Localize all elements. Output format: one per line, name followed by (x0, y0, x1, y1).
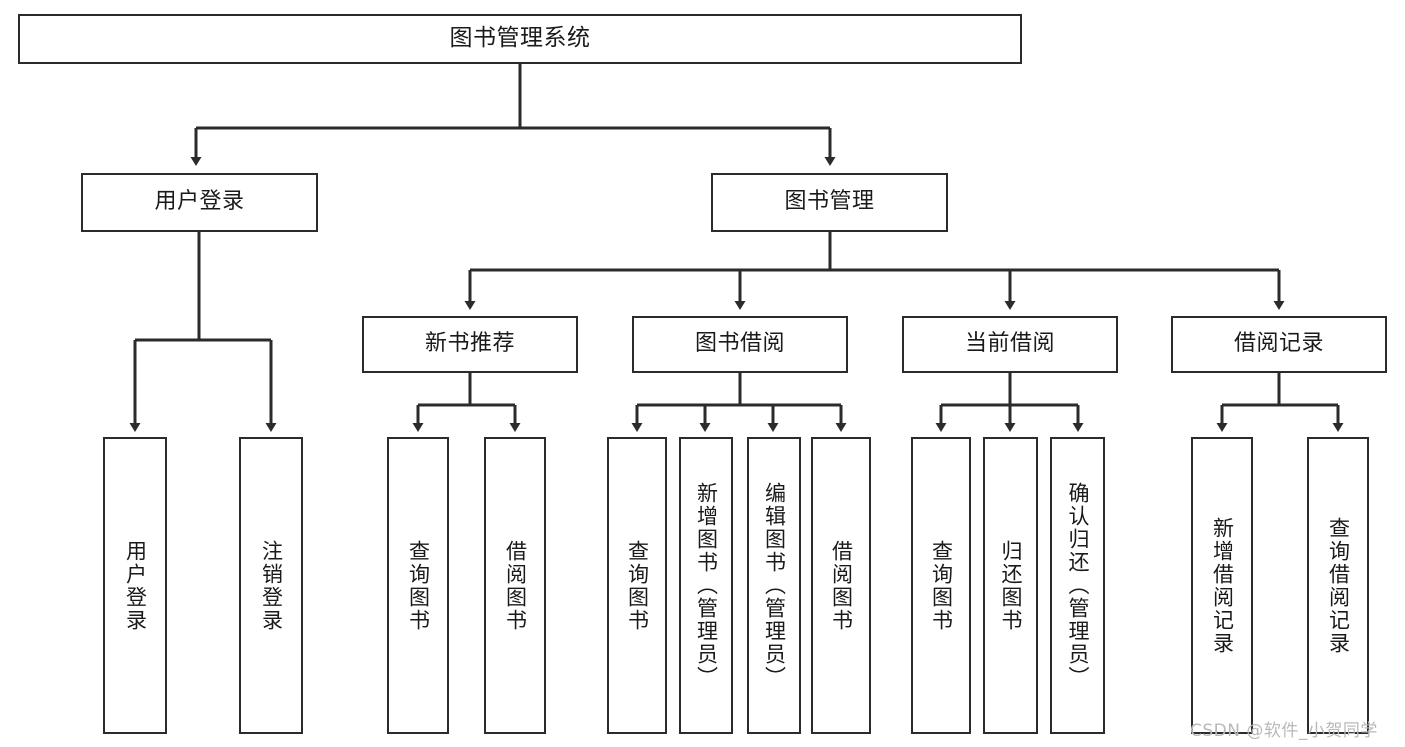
node-book-borrow[interactable]: 图书借阅 (632, 316, 848, 373)
leaf-new-book-borrow-book[interactable]: 借阅图书 (484, 437, 546, 734)
node-label: 归还图书 (998, 539, 1023, 632)
csdn-watermark: CSDN @软件_小贺同学 (1190, 721, 1378, 741)
leaf-book-borrow-query-book[interactable]: 查询图书 (607, 437, 667, 734)
leaf-current-borrow-query-book[interactable]: 查询图书 (911, 437, 971, 734)
leaf-current-borrow-return-book[interactable]: 归还图书 (983, 437, 1038, 734)
leaf-borrow-record-add-record[interactable]: 新增借阅记录 (1191, 437, 1253, 734)
node-book-management[interactable]: 图书管理 (711, 173, 948, 232)
leaf-book-borrow-borrow-book[interactable]: 借阅图书 (811, 437, 871, 734)
node-label: 查询借阅记录 (1326, 516, 1351, 655)
node-label: 用户登录 (154, 189, 245, 215)
leaf-book-borrow-add-book-admin[interactable]: 新增图书（管理员） (679, 437, 733, 734)
node-label: 查询图书 (406, 539, 431, 632)
leaf-user-login-login[interactable]: 用户登录 (103, 437, 167, 734)
node-user-login[interactable]: 用户登录 (81, 173, 318, 232)
node-label: 查询图书 (625, 539, 650, 632)
leaf-current-borrow-confirm-return-admin[interactable]: 确认归还（管理员） (1050, 437, 1105, 734)
node-label: 查询图书 (929, 539, 954, 632)
node-label: 编辑图书（管理员） (762, 482, 787, 689)
node-label: 注销登录 (259, 539, 284, 632)
node-label: 确认归还（管理员） (1065, 482, 1090, 689)
node-label: 新增借阅记录 (1210, 516, 1235, 655)
node-new-book-recommend[interactable]: 新书推荐 (362, 316, 578, 373)
leaf-borrow-record-query-record[interactable]: 查询借阅记录 (1307, 437, 1369, 734)
node-label: 图书管理系统 (449, 25, 591, 52)
node-label: 新书推荐 (424, 331, 515, 357)
leaf-book-borrow-edit-book-admin[interactable]: 编辑图书（管理员） (747, 437, 801, 734)
leaf-new-book-query-book[interactable]: 查询图书 (387, 437, 449, 734)
node-label: 借阅图书 (503, 539, 528, 632)
node-label: 图书管理 (784, 189, 875, 215)
node-label: 借阅记录 (1233, 331, 1324, 357)
node-current-borrow[interactable]: 当前借阅 (902, 316, 1118, 373)
node-borrow-record[interactable]: 借阅记录 (1171, 316, 1387, 373)
node-root-system[interactable]: 图书管理系统 (18, 14, 1022, 64)
node-label: 用户登录 (123, 539, 148, 632)
node-label: 新增图书（管理员） (694, 482, 719, 689)
leaf-user-login-logout[interactable]: 注销登录 (239, 437, 303, 734)
node-label: 当前借阅 (964, 331, 1055, 357)
node-label: 借阅图书 (829, 539, 854, 632)
node-label: 图书借阅 (694, 331, 785, 357)
